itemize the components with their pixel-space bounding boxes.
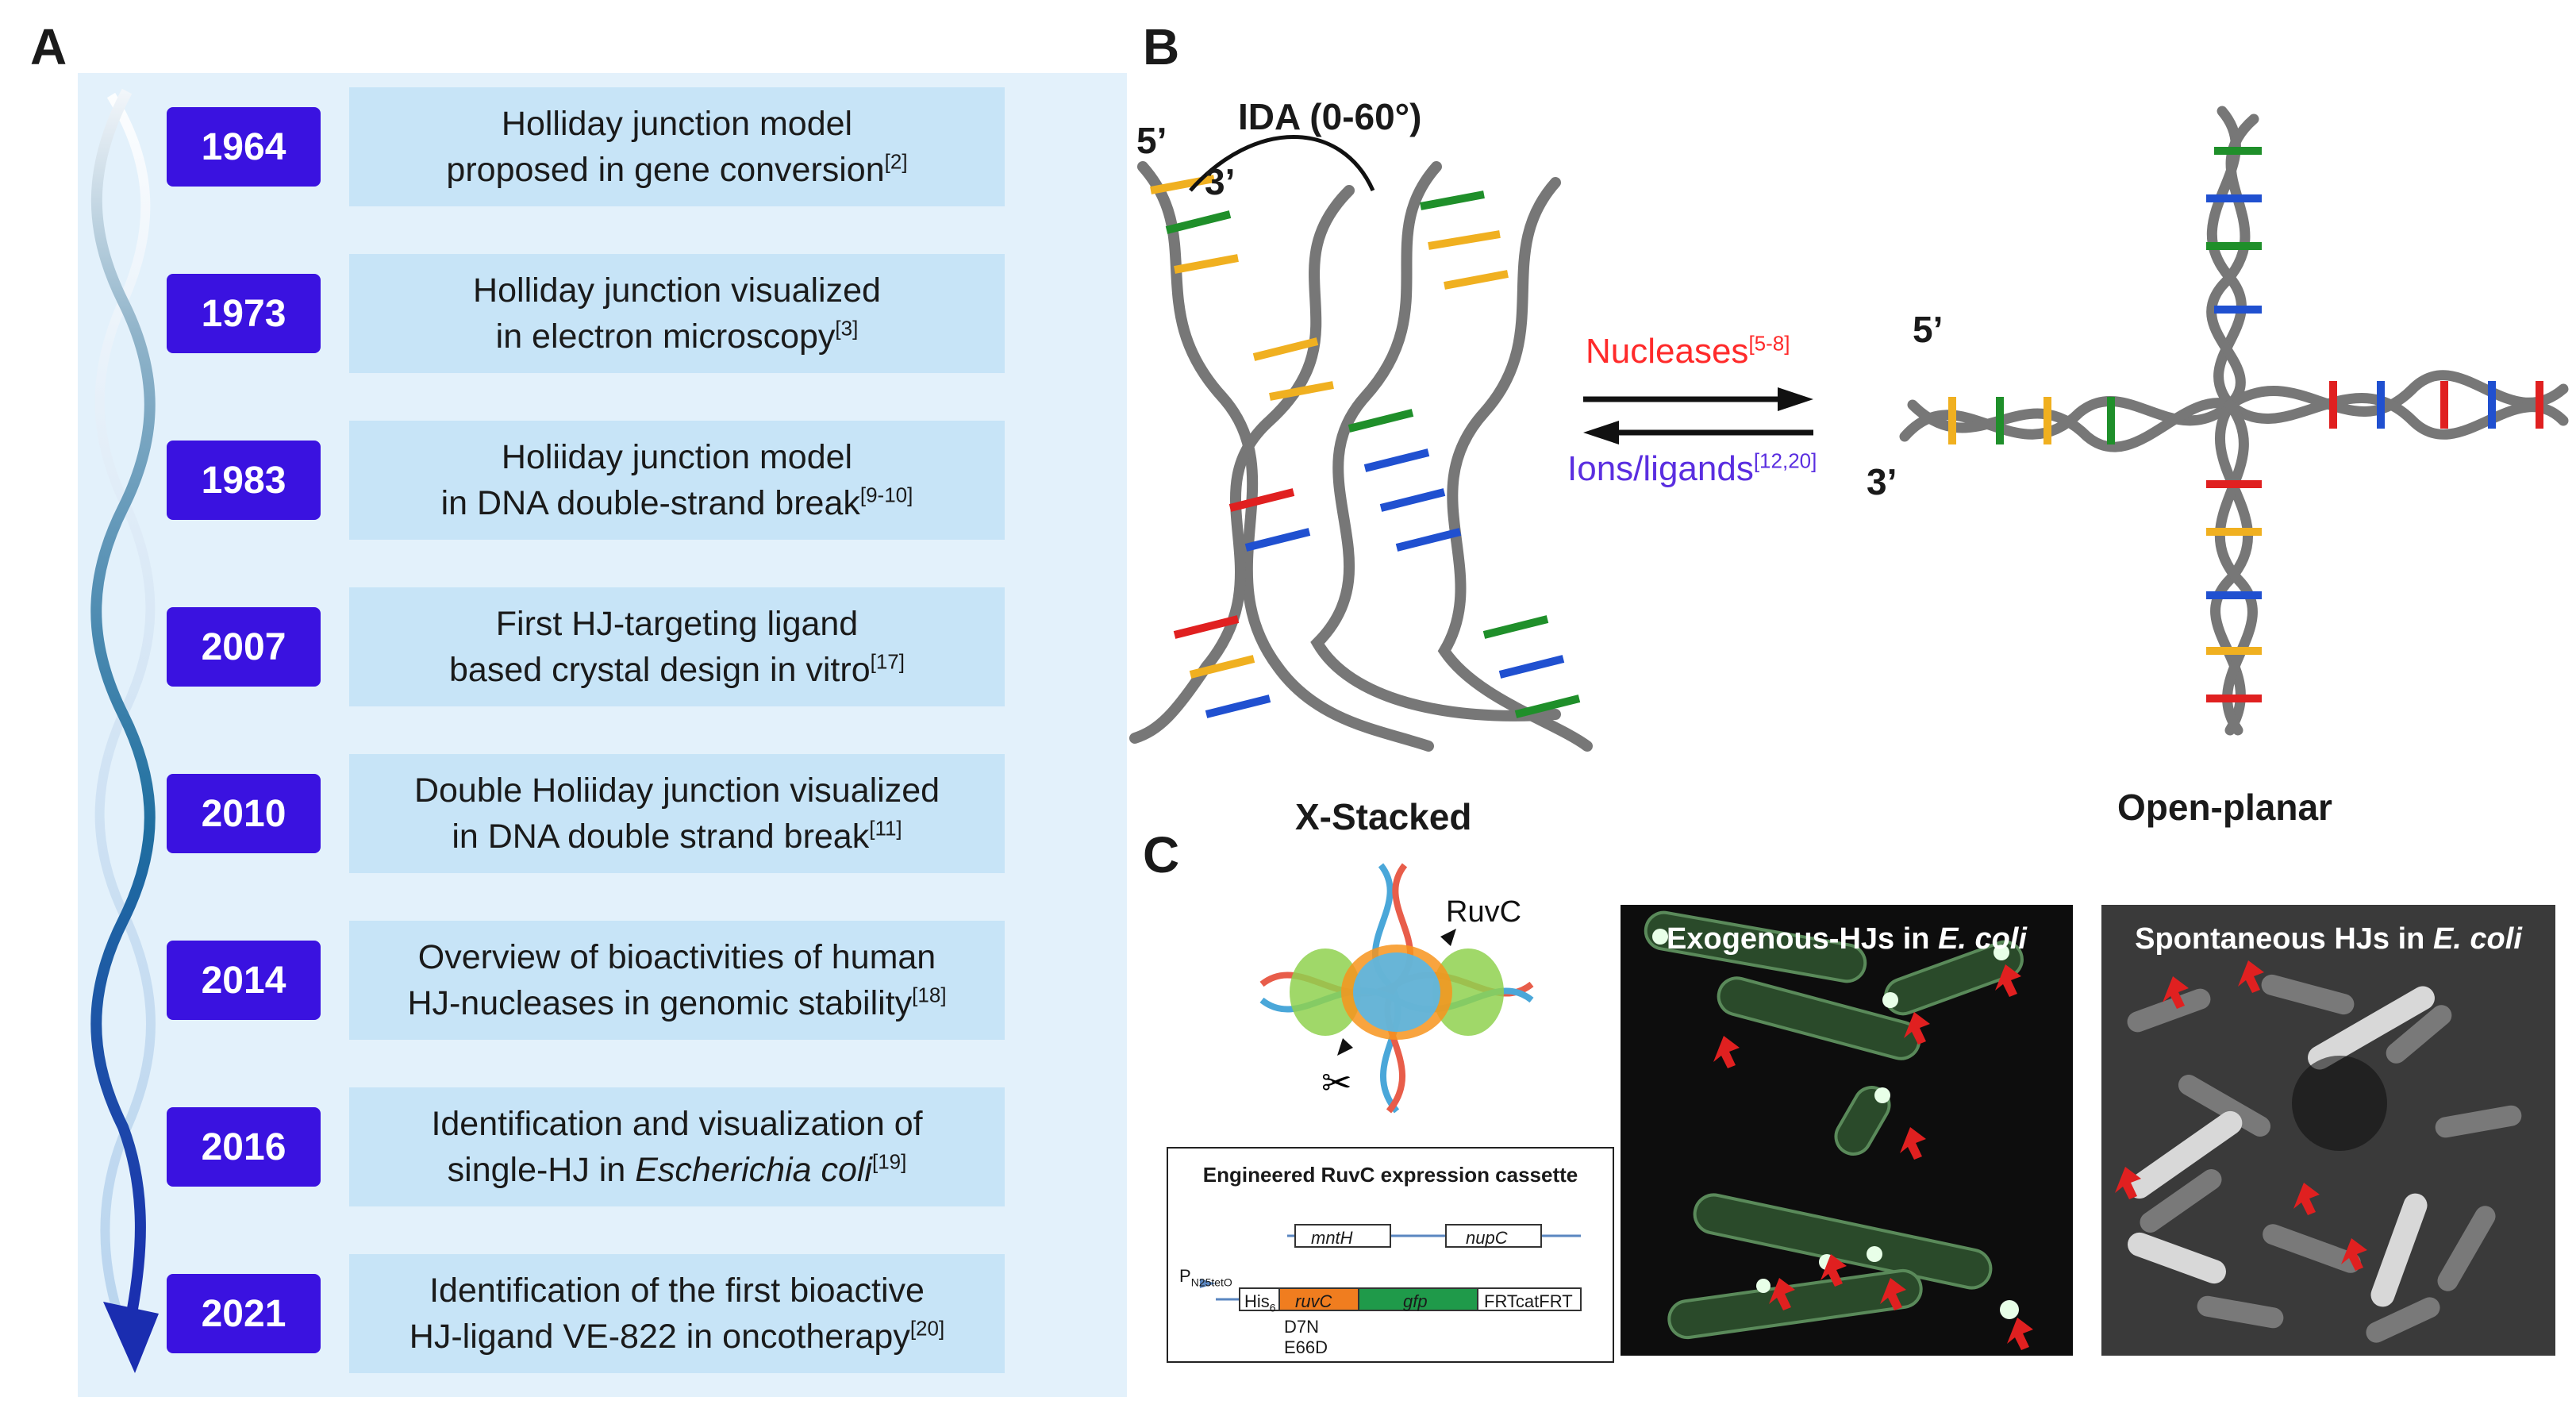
event-line-2-text: HJ-ligand VE-822 in oncotherapy (409, 1318, 910, 1356)
reference-citation: [17] (870, 649, 905, 674)
svg-text:✂: ✂ (1321, 1061, 1352, 1104)
reference-citation: [11] (869, 816, 902, 841)
event-line-2: HJ-nucleases in genomic stability[18] (407, 980, 946, 1026)
event-line-2-text: in electron microscopy (495, 317, 836, 356)
event-line-2-text: in DNA double strand break (452, 818, 870, 856)
event-line-2: HJ-ligand VE-822 in oncotherapy[20] (409, 1314, 944, 1360)
right-3prime-label: 3’ (1867, 461, 1897, 502)
gene-mnth: mntH (1311, 1228, 1353, 1248)
gene-frtcatfrt: FRTcatFRT (1484, 1291, 1573, 1311)
ruvc-label: RuvC (1446, 895, 1522, 929)
timeline-event-1973: Holliday junction visualized in electron … (349, 254, 1005, 373)
event-line-1: Holliday junction visualized (473, 271, 881, 310)
event-line-2: in DNA double strand break[11] (452, 814, 902, 860)
ruvc-complex-illustration: ✂ (1259, 863, 1534, 1114)
event-line-2-text: proposed in gene conversion (446, 151, 885, 189)
panel-label-b: B (1143, 18, 1180, 75)
panel-label-c: C (1143, 826, 1180, 883)
left-5prime-label: 5’ (1136, 120, 1167, 161)
panel-label-a: A (30, 18, 67, 75)
timeline-year-1964: 1964 (167, 107, 321, 187)
x-stacked-label: X-Stacked (1295, 796, 1472, 837)
spontaneous-title: Spontaneous HJs in E. coli (2135, 922, 2522, 956)
ida-label: IDA (0-60°) (1238, 96, 1422, 137)
reference-citation: [20] (909, 1316, 945, 1341)
event-line-2: based crystal design in vitro[17] (449, 647, 905, 693)
gene-nupc: nupC (1466, 1228, 1508, 1248)
reference-citation: [9-10] (859, 483, 913, 507)
event-line-2-italic: Escherichia coli (635, 1151, 872, 1189)
timeline-event-1964: Holliday junction model proposed in gene … (349, 87, 1005, 206)
timeline-year-1973: 1973 (167, 274, 321, 353)
timeline-event-2010: Double Holiiday junction visualized in DN… (349, 754, 1005, 873)
reference-citation: [2] (884, 149, 908, 174)
spontaneous-hj-micrograph: Spontaneous HJs in E. coli (2101, 905, 2555, 1356)
event-line-2-text: HJ-nucleases in genomic stability (407, 984, 913, 1022)
event-line-1: First HJ-targeting ligand (495, 605, 859, 643)
event-line-2: in electron microscopy[3] (496, 314, 859, 360)
timeline-year-2021: 2021 (167, 1274, 321, 1353)
ions-ligands-label: Ions/ligands[12,20] (1567, 448, 1817, 488)
event-line-1: Identification and visualization of (431, 1105, 923, 1143)
reference-citation: [3] (835, 316, 859, 341)
timeline-year-2007: 2007 (167, 607, 321, 687)
event-line-1: Holiiday junction model (501, 438, 853, 476)
reverse-arrow (1583, 421, 1813, 444)
timeline-arrow (90, 88, 159, 1373)
gene-his: His6 (1244, 1291, 1276, 1314)
nucleases-label: Nucleases[5-8] (1586, 331, 1790, 371)
timeline-year-1983: 1983 (167, 441, 321, 520)
mutation-e66d: E66D (1284, 1337, 1328, 1357)
event-line-1: Holliday junction model (501, 105, 853, 143)
mutation-d7n: D7N (1284, 1317, 1320, 1337)
open-planar-structure (1899, 106, 2569, 736)
event-line-1: Double Holiiday junction visualized (413, 771, 940, 810)
event-line-1: Identification of the first bioactive (429, 1272, 925, 1310)
timeline-event-1983: Holiiday junction model in DNA double-str… (349, 421, 1005, 540)
event-line-1: Overview of bioactivities of human (417, 938, 936, 976)
timeline-year-2014: 2014 (167, 941, 321, 1020)
event-line-2: proposed in gene conversion[2] (446, 147, 907, 193)
cassette-title: Engineered RuvC expression cassette (1202, 1163, 1578, 1187)
timeline-event-2016: Identification and visualization of singl… (349, 1087, 1005, 1206)
event-line-2-text: single-HJ in (447, 1151, 636, 1189)
event-line-2-text: in DNA double-strand break (440, 484, 860, 522)
event-line-2-text: based crystal design in vitro (449, 651, 871, 689)
timeline-year-2016: 2016 (167, 1107, 321, 1187)
event-line-2: in DNA double-strand break[9-10] (441, 480, 913, 526)
exogenous-hj-micrograph: Exogenous-HJs in E. coli (1621, 905, 2073, 1356)
left-3prime-label: 3’ (1205, 161, 1236, 202)
open-planar-label: Open-planar (2117, 787, 2332, 828)
promoter-label: PN25tetO (1179, 1266, 1232, 1289)
reference-citation: [19] (871, 1149, 907, 1174)
right-5prime-label: 5’ (1913, 309, 1944, 350)
x-stacked-structure (1129, 135, 1593, 752)
ruvc-cassette-diagram: Engineered RuvC expression cassette mntH… (1167, 1147, 1614, 1363)
timeline-year-2010: 2010 (167, 774, 321, 853)
reference-citation: [18] (912, 983, 947, 1007)
forward-arrow (1583, 387, 1813, 411)
gene-gfp: gfp (1403, 1291, 1428, 1311)
timeline-event-2007: First HJ-targeting ligand based crystal d… (349, 587, 1005, 706)
gene-ruvc: ruvC (1295, 1291, 1332, 1311)
event-line-2: single-HJ in Escherichia coli[19] (448, 1147, 907, 1193)
exogenous-title: Exogenous-HJs in E. coli (1667, 922, 2027, 956)
